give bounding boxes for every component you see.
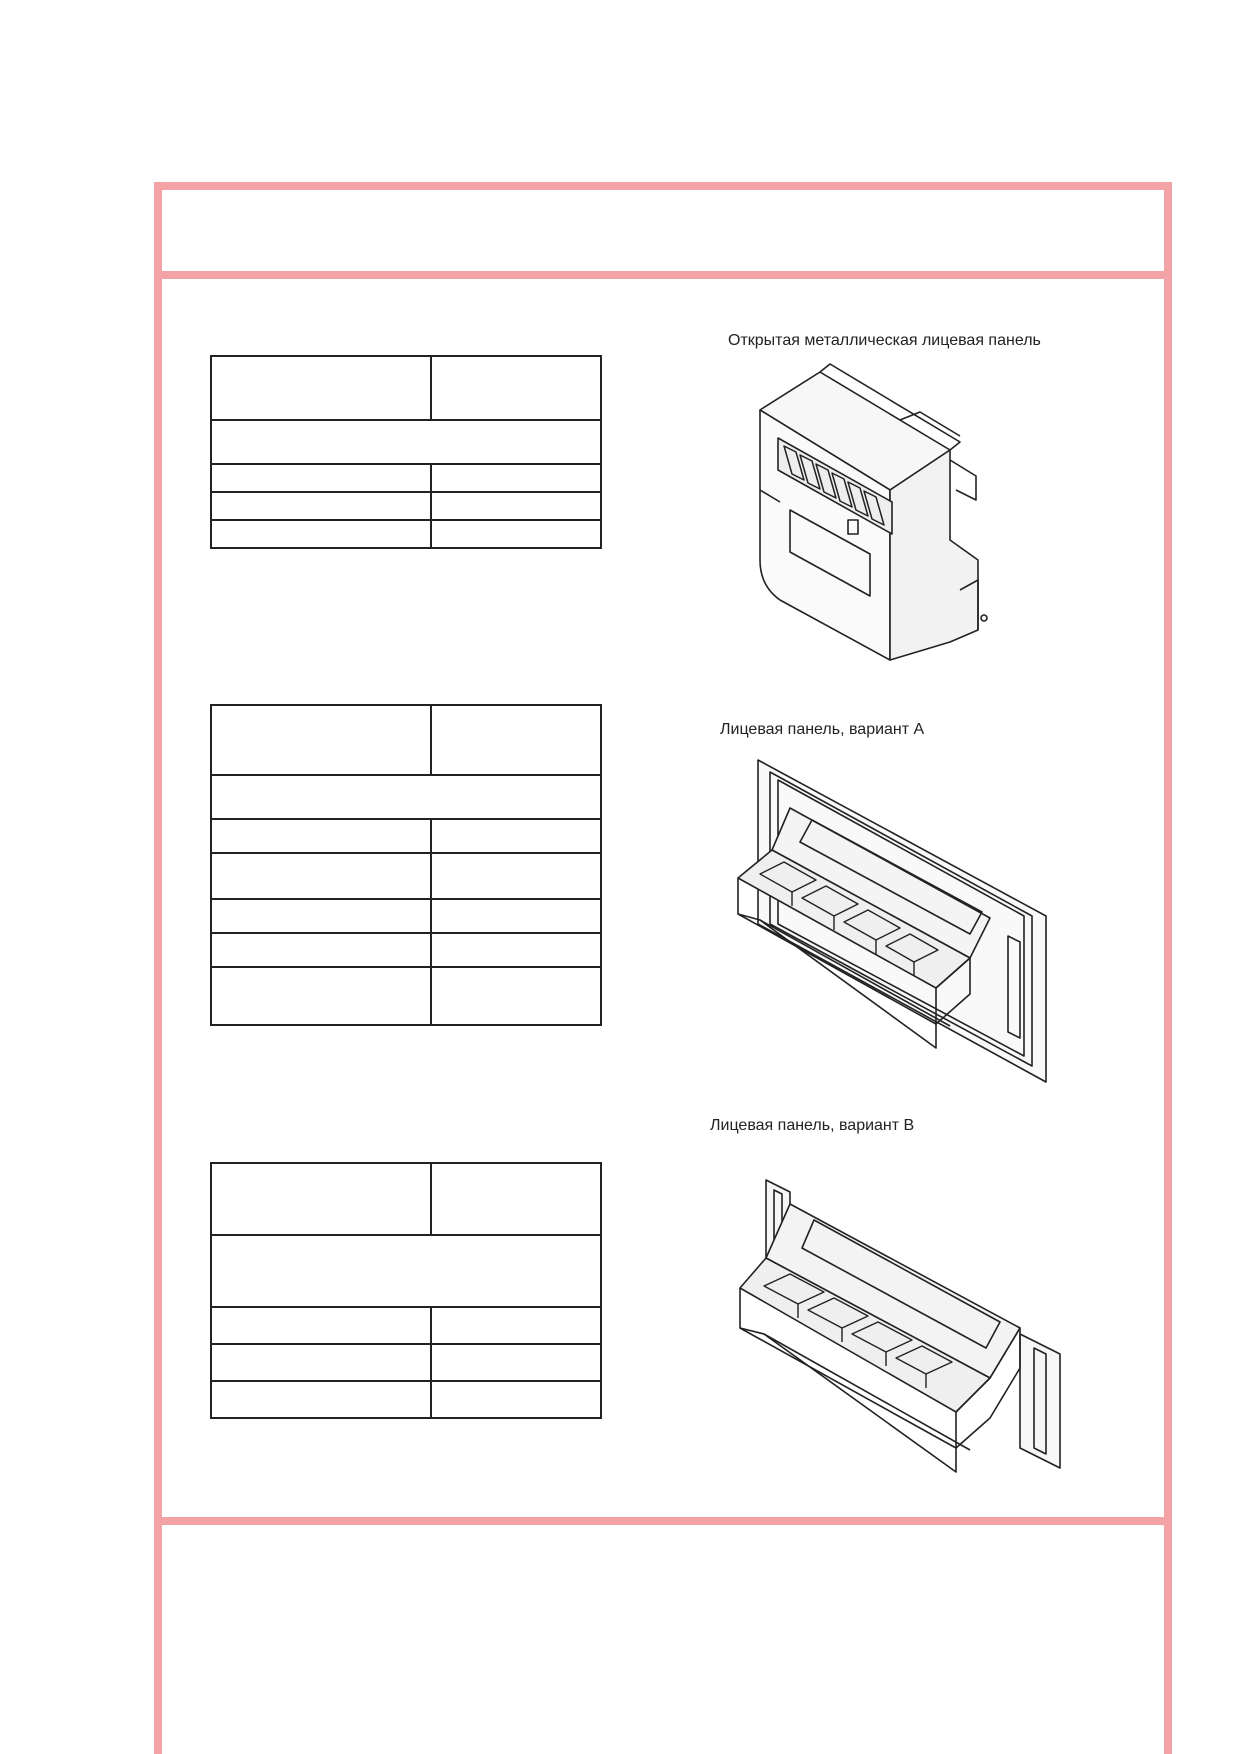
- table-cell: [430, 355, 602, 421]
- table-cell: [210, 519, 432, 549]
- table-cell: [430, 519, 602, 549]
- figure-caption: Открытая металлическая лицевая панель: [728, 332, 1041, 349]
- table-cell: [210, 704, 432, 776]
- table-cell: [210, 818, 432, 854]
- table-cell: [430, 966, 602, 1026]
- table-cell: [210, 966, 432, 1026]
- spec-table-1: [210, 355, 602, 549]
- front-panel-variant-a-drawing: [720, 748, 1060, 1088]
- page-frame: [154, 182, 1172, 1754]
- front-panel-variant-b-drawing: [730, 1168, 1070, 1478]
- open-metal-front-panel-drawing: [720, 360, 1050, 670]
- table-cell: [210, 463, 432, 493]
- figure-caption: Лицевая панель, вариант В: [710, 1117, 915, 1134]
- table-cell: [210, 852, 432, 900]
- table-cell: [430, 491, 602, 521]
- spec-table-2: [210, 704, 602, 1026]
- table-cell: [210, 1162, 432, 1236]
- table-cell: [210, 1380, 432, 1419]
- table-cell: [430, 704, 602, 776]
- figure-caption: Лицевая панель, вариант А: [720, 721, 925, 738]
- table-cell: [210, 1343, 432, 1382]
- table-cell: [210, 898, 432, 934]
- table-cell: [430, 932, 602, 968]
- table-cell: [210, 1234, 602, 1308]
- table-cell: [210, 774, 602, 820]
- table-cell: [430, 898, 602, 934]
- table-cell: [430, 1306, 602, 1345]
- table-cell: [430, 818, 602, 854]
- header-divider: [154, 271, 1172, 279]
- table-cell: [430, 1162, 602, 1236]
- footer-divider: [154, 1517, 1172, 1525]
- table-cell: [430, 852, 602, 900]
- table-cell: [210, 1306, 432, 1345]
- table-cell: [210, 355, 432, 421]
- table-cell: [210, 932, 432, 968]
- table-cell: [430, 1343, 602, 1382]
- table-cell: [430, 1380, 602, 1419]
- table-cell: [210, 419, 602, 465]
- spec-table-3: [210, 1162, 602, 1419]
- table-cell: [430, 463, 602, 493]
- table-cell: [210, 491, 432, 521]
